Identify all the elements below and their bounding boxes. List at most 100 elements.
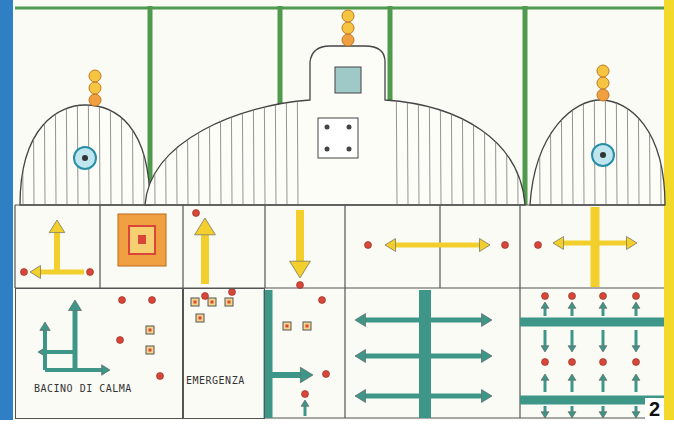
red-dot [297, 282, 304, 289]
dome-stripe [209, 40, 210, 205]
cell-label: EMERGENZA [186, 375, 245, 386]
arrow-head [632, 374, 640, 380]
dome-stripe [132, 40, 133, 205]
lane-arrow [541, 374, 549, 392]
arrow-shaft [268, 372, 300, 378]
grid-line [99, 205, 100, 288]
dome [20, 105, 150, 205]
dome-stripe [143, 40, 144, 205]
small-square [191, 298, 199, 306]
pool-cell: EMERGENZA [183, 288, 265, 419]
dome-stripe [132, 40, 133, 205]
arrow-shaft [544, 380, 547, 392]
dome-stripe [275, 40, 276, 205]
lane-arrow [599, 330, 607, 352]
arrow-head [300, 367, 313, 383]
dome-stripe [297, 40, 298, 205]
eye-pupil [82, 155, 88, 161]
arrow-head [568, 412, 576, 418]
red-dot [600, 293, 607, 300]
arrow-shaft [571, 406, 574, 412]
arrow-shaft [43, 330, 47, 352]
dome-stripe [77, 40, 78, 205]
small-square [146, 326, 154, 334]
arrow-head [632, 302, 640, 308]
dome-stripe [429, 40, 430, 205]
dome-stripe [99, 40, 100, 205]
arrow-head [568, 374, 576, 380]
lane-arrow [195, 218, 216, 284]
lane-arrow [301, 400, 309, 416]
dome-stripe [99, 40, 100, 205]
dome-stripe [605, 40, 606, 205]
lane-arrow [568, 406, 576, 418]
dome-stripe [88, 40, 89, 205]
lane-arrow [541, 302, 549, 316]
grid-line [15, 204, 664, 205]
dome-stripe [121, 40, 122, 205]
target-square [129, 226, 155, 254]
grid-line [264, 205, 265, 288]
square-center [194, 301, 197, 304]
red-dot [119, 297, 126, 304]
dome-stripe [572, 40, 573, 205]
dome-stripe [495, 40, 496, 205]
lane-arrow [599, 302, 607, 316]
green-beam [15, 7, 664, 10]
dome-stripe [649, 40, 650, 205]
square-center [199, 317, 202, 320]
lane-arrow [45, 365, 110, 375]
dome-stripe [638, 40, 639, 205]
dome-eye [74, 147, 96, 169]
square-center [306, 325, 309, 328]
dome-stripe [33, 40, 34, 205]
dome-stripe [77, 40, 78, 205]
dome-stripe [55, 40, 56, 205]
dome-stripe [143, 40, 144, 205]
dome-stripe [143, 40, 144, 205]
top-ball [597, 77, 609, 89]
arrow-shaft [366, 354, 482, 359]
arrow-shaft [544, 308, 547, 316]
arrow-shaft [602, 380, 605, 392]
dome-stripe [44, 40, 45, 205]
arrow-head [482, 314, 493, 327]
red-dot [633, 293, 640, 300]
red-dot [229, 289, 236, 296]
arrow-shaft [635, 308, 638, 316]
dome-stripe [275, 40, 276, 205]
lane-arrow [355, 314, 492, 327]
arrow-shaft [602, 406, 605, 412]
dome-stripe [440, 40, 441, 205]
dome-stripe [44, 40, 45, 205]
square-center [228, 301, 231, 304]
arrow-head [553, 237, 564, 250]
arrow-head [480, 239, 491, 252]
dome-stripe [484, 40, 485, 205]
dome-stripe [220, 40, 221, 205]
dome-stripe [517, 40, 518, 205]
top-ball [342, 34, 354, 46]
dome-stripe [242, 40, 243, 205]
red-dot [319, 297, 326, 304]
dome-stripe [440, 40, 441, 205]
dome-stripe [495, 40, 496, 205]
panel-dot [325, 147, 330, 152]
dome-stripe [561, 40, 562, 205]
dome-stripe [473, 40, 474, 205]
lane-arrow [541, 330, 549, 352]
dome-stripe [110, 40, 111, 205]
arrow-head [49, 220, 65, 233]
bottom-margin [0, 420, 674, 430]
small-square [225, 298, 233, 306]
lane-arrow [632, 302, 640, 316]
arrow-head [541, 412, 549, 418]
dome-stripe [55, 40, 56, 205]
red-dot [157, 373, 164, 380]
dome-stripe [231, 40, 232, 205]
lane-arrow [69, 300, 82, 370]
top-ball [597, 65, 609, 77]
arrow-shaft [635, 380, 638, 392]
